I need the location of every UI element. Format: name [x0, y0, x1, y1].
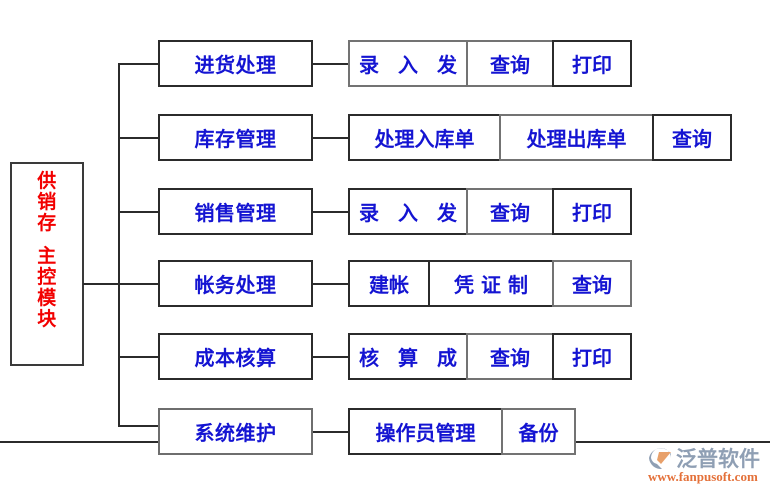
action-box-3-3[interactable]: 打印 — [552, 188, 632, 235]
action-box-4-3[interactable]: 查询 — [552, 260, 632, 307]
connector-module-actions-3 — [311, 211, 350, 213]
action-row-1: 录 入 发 查询 打印 — [348, 40, 632, 87]
module-label-5: 成本核算 — [194, 346, 277, 370]
module-label-1: 进货处理 — [194, 53, 277, 77]
action-box-1-2[interactable]: 查询 — [466, 40, 554, 87]
root-module-vertical-text: 供 销 存 主 控 模 块 — [12, 164, 82, 364]
action-label-1-2: 查询 — [490, 53, 530, 77]
root-module-box[interactable]: 供 销 存 主 控 模 块 — [10, 162, 84, 366]
module-box-4[interactable]: 帐务处理 — [158, 260, 313, 307]
action-box-6-2[interactable]: 备份 — [501, 408, 576, 455]
action-label-4-1: 建帐 — [369, 273, 409, 297]
connector-branch-3 — [118, 211, 160, 213]
connector-branch-4 — [118, 283, 160, 285]
root-char-5: 控 — [37, 266, 57, 288]
connector-module-actions-2 — [311, 137, 350, 139]
action-box-5-3[interactable]: 打印 — [552, 333, 632, 380]
action-label-5-1: 核 算 成 — [359, 346, 463, 370]
connector-trunk — [118, 63, 120, 427]
action-label-3-3: 打印 — [572, 201, 612, 225]
action-label-6-2: 备份 — [518, 421, 559, 445]
action-label-1-3: 打印 — [572, 53, 612, 77]
action-box-5-1[interactable]: 核 算 成 — [348, 333, 468, 380]
action-label-4-3: 查询 — [572, 273, 612, 297]
module-label-2: 库存管理 — [194, 127, 277, 151]
action-label-3-2: 查询 — [490, 201, 530, 225]
action-label-6-1: 操作员管理 — [375, 421, 476, 445]
root-char-6: 模 — [37, 287, 57, 309]
action-row-5: 核 算 成 查询 打印 — [348, 333, 632, 380]
action-box-4-2[interactable]: 凭 证 制 — [428, 260, 554, 307]
action-box-2-2[interactable]: 处理出库单 — [499, 114, 654, 161]
watermark-logo: 泛普软件 www.fanpusoft.com — [648, 443, 766, 489]
root-char-7: 块 — [37, 308, 57, 330]
action-row-6: 操作员管理 备份 — [348, 408, 576, 455]
root-char-4: 主 — [37, 245, 57, 267]
module-box-3[interactable]: 销售管理 — [158, 188, 313, 235]
action-label-5-3: 打印 — [572, 346, 612, 370]
watermark-brand: 泛普软件 — [676, 447, 760, 471]
action-box-3-1[interactable]: 录 入 发 — [348, 188, 468, 235]
connector-baseline-right — [576, 441, 770, 443]
fanpu-swoosh-icon — [648, 445, 674, 471]
action-label-2-1: 处理入库单 — [374, 127, 475, 151]
action-label-2-3: 查询 — [672, 127, 712, 151]
action-box-3-2[interactable]: 查询 — [466, 188, 554, 235]
connector-module-actions-5 — [311, 356, 350, 358]
action-row-2: 处理入库单 处理出库单 查询 — [348, 114, 732, 161]
action-row-4: 建帐 凭 证 制 查询 — [348, 260, 632, 307]
connector-module-actions-6 — [311, 431, 350, 433]
connector-module-actions-4 — [311, 283, 350, 285]
action-label-2-2: 处理出库单 — [526, 127, 627, 151]
module-box-5[interactable]: 成本核算 — [158, 333, 313, 380]
action-box-1-1[interactable]: 录 入 发 — [348, 40, 468, 87]
action-box-4-1[interactable]: 建帐 — [348, 260, 430, 307]
module-label-6: 系统维护 — [194, 421, 277, 445]
action-box-1-3[interactable]: 打印 — [552, 40, 632, 87]
action-box-2-3[interactable]: 查询 — [652, 114, 732, 161]
action-box-6-1[interactable]: 操作员管理 — [348, 408, 503, 455]
action-label-4-2: 凭 证 制 — [454, 273, 528, 297]
connector-branch-2 — [118, 137, 160, 139]
connector-baseline-left — [0, 441, 160, 443]
module-label-4: 帐务处理 — [194, 273, 277, 297]
connector-branch-6 — [118, 425, 160, 427]
connector-branch-1 — [118, 63, 160, 65]
root-char-2: 销 — [37, 191, 57, 213]
connector-module-actions-1 — [311, 63, 350, 65]
module-box-6[interactable]: 系统维护 — [158, 408, 313, 455]
module-box-1[interactable]: 进货处理 — [158, 40, 313, 87]
action-row-3: 录 入 发 查询 打印 — [348, 188, 632, 235]
module-label-3: 销售管理 — [194, 201, 277, 225]
watermark-url: www.fanpusoft.com — [648, 469, 758, 484]
action-box-2-1[interactable]: 处理入库单 — [348, 114, 501, 161]
root-char-3: 存 — [37, 212, 57, 234]
connector-root-stem — [83, 283, 120, 285]
module-box-2[interactable]: 库存管理 — [158, 114, 313, 161]
connector-branch-5 — [118, 356, 160, 358]
action-label-1-1: 录 入 发 — [359, 53, 463, 77]
action-label-3-1: 录 入 发 — [359, 201, 463, 225]
action-box-5-2[interactable]: 查询 — [466, 333, 554, 380]
root-char-1: 供 — [37, 170, 57, 192]
action-label-5-2: 查询 — [490, 346, 530, 370]
